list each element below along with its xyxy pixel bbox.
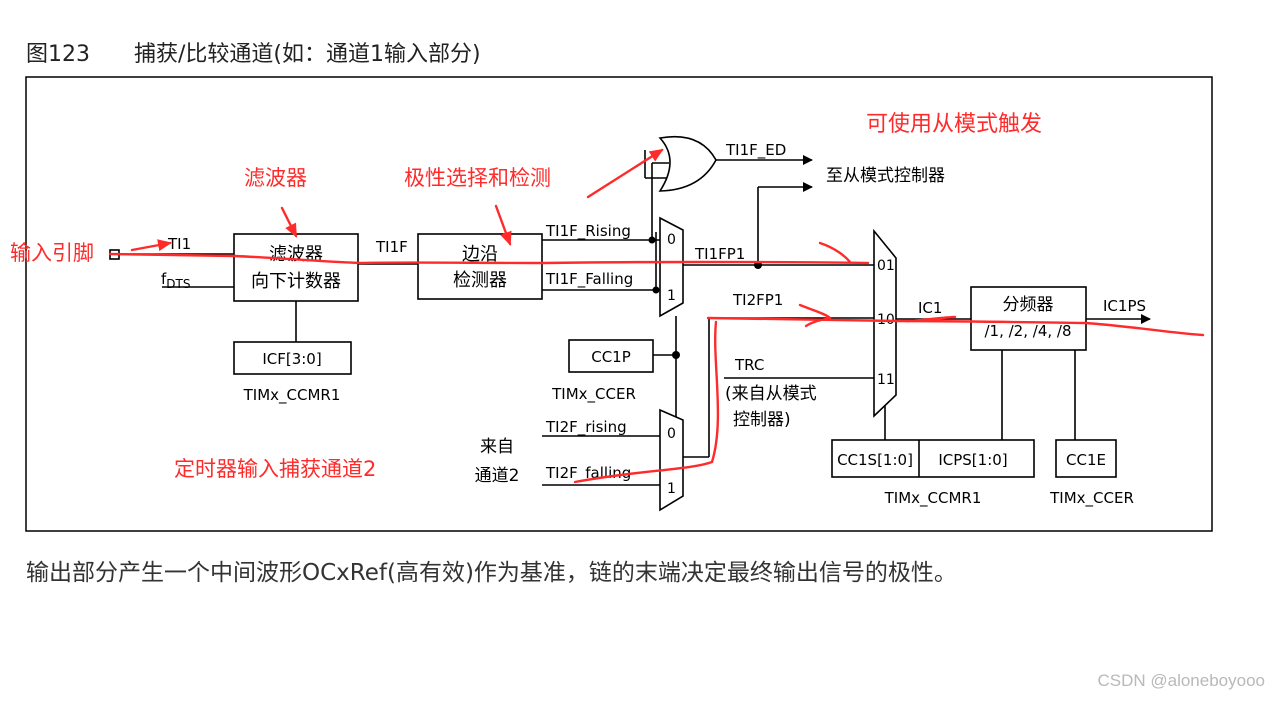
cc1s-icps-register-box: CC1S[1:0] ICPS[1:0] bbox=[831, 439, 1035, 478]
ic1ps-label: IC1PS bbox=[1103, 297, 1146, 315]
ti1-label: TI1 bbox=[167, 235, 191, 253]
filter-label-2: 向下计数器 bbox=[251, 271, 341, 292]
register-ccer-mid: TIMx_CCER bbox=[551, 385, 636, 404]
register-ccer-right: TIMx_CCER bbox=[1049, 489, 1134, 508]
prescaler-label-2: /1, /2, /4, /8 bbox=[985, 322, 1072, 340]
annotation-slave-trigger: 可使用从模式触发 bbox=[866, 112, 1042, 137]
red-annotations bbox=[108, 148, 1205, 484]
mux-labels: 0 1 0 1 01 10 11 bbox=[667, 232, 895, 497]
arrow-filter bbox=[280, 206, 298, 238]
ti1f-ed-label: TI1F_ED bbox=[725, 141, 786, 160]
watermark: CSDN @aloneboyooo bbox=[1097, 671, 1265, 690]
red-loop-to-mux bbox=[818, 241, 852, 264]
signal-labels: TI1 fDTS TI1F TI1F_Rising TI1F_Falling T… bbox=[161, 141, 1146, 486]
red-ch2-path bbox=[573, 320, 720, 484]
polarity-mux-ch2 bbox=[659, 408, 684, 512]
ic1-label: IC1 bbox=[918, 299, 942, 317]
figure-footer-text: 输出部分产生一个中间波形OCxRef(高有效)作为基准，链的末端决定最终输出信号… bbox=[26, 560, 957, 586]
ti2f-falling-label: TI2F_falling bbox=[545, 464, 631, 483]
cc1p-register-box: CC1P bbox=[568, 339, 654, 373]
input-select-mux bbox=[873, 228, 897, 418]
annotation-polarity: 极性选择和检测 bbox=[404, 166, 551, 190]
filter-block: 滤波器 向下计数器 bbox=[233, 233, 359, 302]
cc1e-register-box: CC1E bbox=[1055, 439, 1117, 478]
ti1f-falling-label: TI1F_Falling bbox=[545, 270, 633, 289]
prescaler-label-1: 分频器 bbox=[1003, 295, 1054, 315]
arrow-slave-trigger bbox=[586, 148, 664, 199]
red-ic1-arrowback bbox=[904, 315, 957, 323]
figure-title: 图123 捕获/比较通道(如：通道1输入部分) bbox=[26, 42, 481, 67]
red-annotation-labels: 输入引脚 滤波器 极性选择和检测 可使用从模式触发 定时器输入捕获通道2 bbox=[10, 112, 1042, 481]
icf-register-box: ICF[3:0] bbox=[233, 341, 352, 375]
cc1e-label: CC1E bbox=[1066, 451, 1106, 469]
ti1f-rising-label: TI1F_Rising bbox=[545, 222, 631, 241]
register-ccmr1-left: TIMx_CCMR1 bbox=[243, 386, 341, 405]
icps-label: ICPS[1:0] bbox=[938, 451, 1007, 469]
edge-label-1: 边沿 bbox=[462, 244, 498, 265]
trc-label: TRC bbox=[734, 356, 764, 374]
diagram-frame bbox=[25, 76, 1213, 532]
cc1s-label: CC1S[1:0] bbox=[837, 451, 913, 469]
arrow-polarity bbox=[494, 204, 512, 246]
mux2-sel-1: 1 bbox=[667, 481, 676, 497]
ti1fp1-label: TI1FP1 bbox=[694, 245, 745, 263]
red-signal-path bbox=[108, 252, 870, 265]
to-slave-label: 至从模式控制器 bbox=[826, 166, 945, 186]
polarity-mux-ch1 bbox=[659, 216, 684, 318]
icf-label: ICF[3:0] bbox=[262, 350, 321, 368]
ti2fp1-label: TI2FP1 bbox=[732, 291, 783, 309]
trc-note-1: (来自从模式 bbox=[725, 384, 817, 404]
mux3-in-11: 11 bbox=[877, 372, 895, 388]
mux1-sel-0: 0 bbox=[667, 232, 676, 248]
ti2f-rising-label: TI2F_rising bbox=[545, 418, 627, 437]
red-ti2fp1-scribble bbox=[798, 303, 832, 328]
from-ch2-label-2: 通道2 bbox=[475, 466, 520, 486]
register-ccmr1-right: TIMx_CCMR1 bbox=[884, 489, 982, 508]
mux2-sel-0: 0 bbox=[667, 426, 676, 442]
prescaler-block: 分频器 /1, /2, /4, /8 bbox=[970, 286, 1087, 351]
annotation-input-pin: 输入引脚 bbox=[10, 241, 94, 265]
mux1-sel-1: 1 bbox=[667, 288, 676, 304]
edge-label-2: 检测器 bbox=[453, 270, 507, 291]
cc1p-label: CC1P bbox=[591, 348, 631, 366]
filter-label-1: 滤波器 bbox=[269, 244, 323, 265]
or-gate bbox=[658, 135, 717, 192]
annotation-channel2: 定时器输入捕获通道2 bbox=[174, 457, 376, 481]
annotation-filter: 滤波器 bbox=[244, 166, 307, 190]
red-output-path bbox=[706, 316, 1205, 337]
trc-note-2: 控制器) bbox=[733, 410, 791, 430]
mux3-in-01: 01 bbox=[877, 258, 895, 274]
edge-detector-block: 边沿 检测器 bbox=[417, 233, 543, 300]
arrow-input-pin bbox=[130, 239, 172, 252]
ti1f-label: TI1F bbox=[375, 238, 408, 256]
junction-dots bbox=[648, 236, 762, 359]
fdts-label: fDTS bbox=[161, 270, 190, 291]
from-ch2-label-1: 来自 bbox=[480, 437, 514, 457]
